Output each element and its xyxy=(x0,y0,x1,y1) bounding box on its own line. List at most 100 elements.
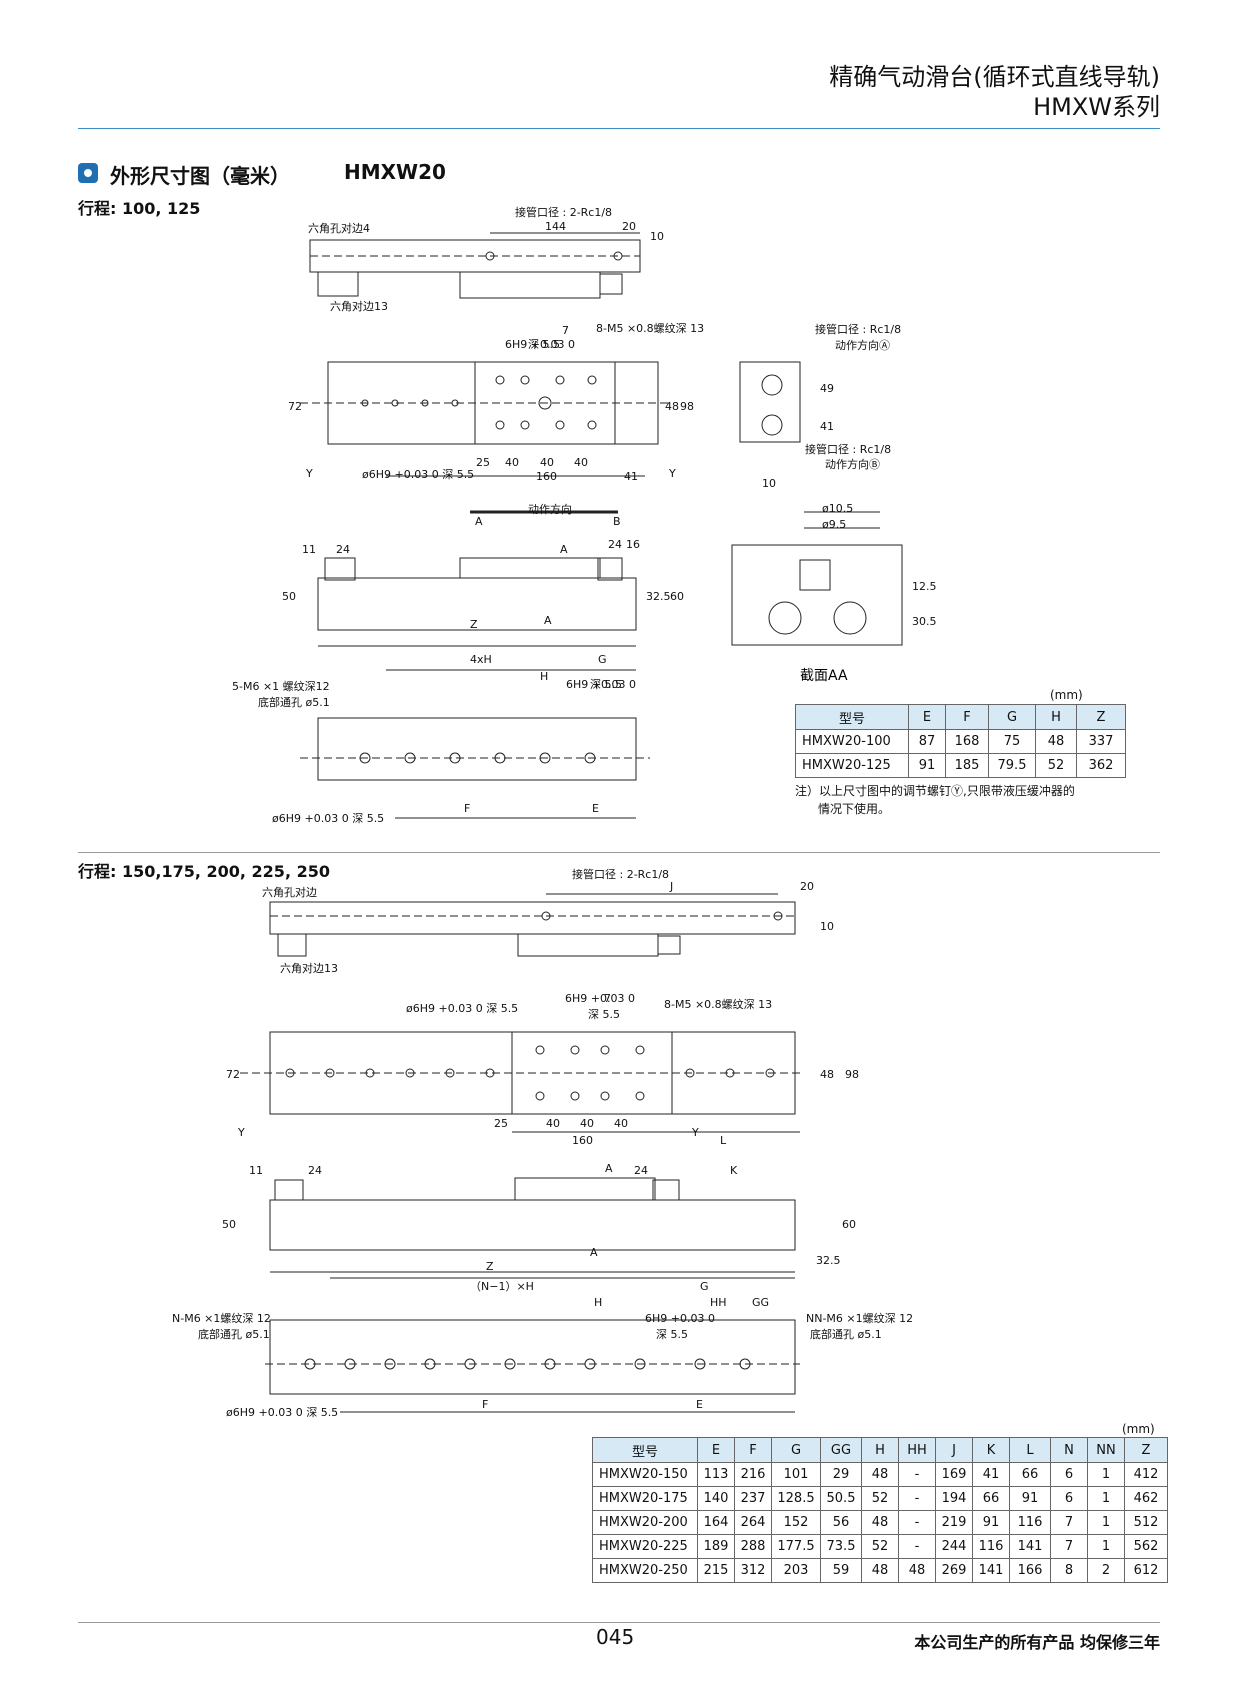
label2-h9v-b: 6H9 +0.03 0 xyxy=(645,1312,715,1325)
table-cell: 244 xyxy=(935,1534,973,1559)
t2-header-l: L xyxy=(1009,1437,1051,1463)
table-cell: 48 xyxy=(861,1462,899,1487)
table-cell: 113 xyxy=(697,1462,735,1487)
dim2-f: F xyxy=(482,1398,488,1411)
t2-header-n: N xyxy=(1050,1437,1088,1463)
t1-header-e: E xyxy=(908,704,946,730)
table-cell: HMXW20-225 xyxy=(592,1534,698,1559)
dim-phi105: ø10.5 xyxy=(822,502,853,515)
dim-305: 30.5 xyxy=(912,615,937,628)
table-cell: 41 xyxy=(972,1462,1010,1487)
label-deep55-b: 深 5.5 xyxy=(590,678,622,691)
dim2-h: H xyxy=(594,1296,602,1309)
dim2-325: 32.5 xyxy=(816,1254,841,1267)
dim2-98: 98 xyxy=(845,1068,859,1081)
table-cell: 152 xyxy=(771,1510,821,1535)
table-cell: 203 xyxy=(771,1558,821,1583)
label-circle-a: A xyxy=(475,515,483,528)
table-cell: 140 xyxy=(697,1486,735,1511)
t2-header-h: H xyxy=(861,1437,899,1463)
label-y2: Y xyxy=(668,467,676,480)
table-cell: 216 xyxy=(734,1462,772,1487)
label2-m5: 8-M5 ×0.8螺纹深 13 xyxy=(664,997,772,1011)
t1-header-g: G xyxy=(988,704,1036,730)
table-cell: 1 xyxy=(1087,1462,1125,1487)
table-cell: 6 xyxy=(1050,1462,1088,1487)
section-divider xyxy=(78,852,1160,853)
dim2-40c: 40 xyxy=(614,1117,628,1130)
label2-bore-b: ø6H9 +0.03 0 深 5.5 xyxy=(226,1406,338,1419)
dim-e: E xyxy=(592,802,599,815)
table-cell: 512 xyxy=(1124,1510,1168,1535)
label-h9v: 6H9 +0.03 0 xyxy=(505,338,575,351)
table-cell: 73.5 xyxy=(820,1534,862,1559)
table-cell: 288 xyxy=(734,1534,772,1559)
label2-through: 底部通孔 ø5.1 xyxy=(198,1327,270,1341)
label-motion: 动作方向 xyxy=(528,502,572,516)
dim-4xh: 4xH xyxy=(470,653,492,666)
dim2-11: 11 xyxy=(249,1164,263,1177)
table-cell: 48 xyxy=(861,1510,899,1535)
t2-header-g: G xyxy=(771,1437,821,1463)
dim-11: 11 xyxy=(302,543,316,556)
label-hex13: 六角对边13 xyxy=(330,299,388,313)
label2-through2: 底部通孔 ø5.1 xyxy=(810,1327,882,1341)
t2-header-f: F xyxy=(734,1437,772,1463)
section-aa-body xyxy=(731,544,903,646)
table-cell: 141 xyxy=(1009,1534,1051,1559)
table-cell: 166 xyxy=(1009,1558,1051,1583)
dim2-48: 48 xyxy=(820,1068,834,1081)
bottom-view-2-body xyxy=(269,1319,796,1395)
table-cell: 219 xyxy=(935,1510,973,1535)
dim-40a: 40 xyxy=(505,456,519,469)
label-m5: 8-M5 ×0.8螺纹深 13 xyxy=(596,321,704,335)
t2-header-hh: HH xyxy=(898,1437,936,1463)
section-model: HMXW20 xyxy=(344,160,446,184)
dim-144: 144 xyxy=(545,220,566,233)
dim-10b: 10 xyxy=(762,477,776,490)
dim2-40a: 40 xyxy=(546,1117,560,1130)
dim-160: 160 xyxy=(536,470,557,483)
table-cell: - xyxy=(898,1534,936,1559)
page-number: 045 xyxy=(596,1625,635,1649)
front-view-2-body xyxy=(269,1199,796,1251)
dim2-e: E xyxy=(696,1398,703,1411)
table-cell: 91 xyxy=(972,1510,1010,1535)
dim-phi95: ø9.5 xyxy=(822,518,846,531)
dim2-160: 160 xyxy=(572,1134,593,1147)
table-cell: 48 xyxy=(861,1558,899,1583)
dim2-60: 60 xyxy=(842,1218,856,1231)
table-cell: 56 xyxy=(820,1510,862,1535)
table-cell: 194 xyxy=(935,1486,973,1511)
dim2-7: 7 xyxy=(604,992,611,1005)
warranty-text: 本公司生产的所有产品 均保修三年 xyxy=(914,1633,1160,1652)
t1-header-model: 型号 xyxy=(795,704,909,730)
label2-y2: Y xyxy=(691,1126,699,1139)
table-cell: 59 xyxy=(820,1558,862,1583)
table-cell: 8 xyxy=(1050,1558,1088,1583)
table-cell: 52 xyxy=(861,1486,899,1511)
page-header-series: HMXW系列 xyxy=(1033,93,1160,121)
dimension-table-2: 型号 E F G GG H HH J K L N NN Z HMXW20-150… xyxy=(592,1437,1168,1583)
label2-hex: 六角孔对边 xyxy=(262,885,317,899)
drawing-set-1: 六角孔对边4 六角对边13 接管口径 : 2-Rc1/8 144 20 10 8… xyxy=(232,205,937,825)
table-cell: 7 xyxy=(1050,1534,1088,1559)
dim-f: F xyxy=(464,802,470,815)
table-cell: 101 xyxy=(771,1462,821,1487)
section-title: 外形尺寸图（毫米） xyxy=(110,164,290,188)
label-deep55: 深 5.5 xyxy=(528,338,560,351)
table-cell: 215 xyxy=(697,1558,735,1583)
table-cell: HMXW20-150 xyxy=(592,1462,698,1487)
dim2-72: 72 xyxy=(226,1068,240,1081)
table-cell: HMXW20-175 xyxy=(592,1486,698,1511)
label2-port2: 接管口径 : 2-Rc1/8 xyxy=(572,867,669,881)
table2-unit: (mm) xyxy=(1122,1422,1155,1436)
label2-nm6: N-M6 ×1螺纹深 12 xyxy=(172,1311,271,1325)
table-cell: 6 xyxy=(1050,1486,1088,1511)
table-cell: 7 xyxy=(1050,1510,1088,1535)
table-cell: 1 xyxy=(1087,1534,1125,1559)
dim-41: 41 xyxy=(624,470,638,483)
